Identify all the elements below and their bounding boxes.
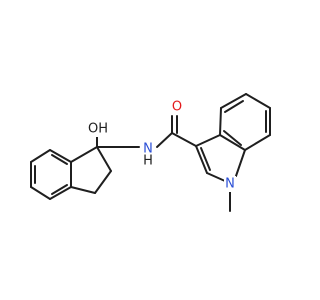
- bond: [171, 132, 197, 147]
- bond: [30, 186, 51, 200]
- bond: [219, 107, 222, 136]
- bond: [206, 172, 226, 182]
- amide-nitrogen-label: N: [143, 142, 153, 157]
- bond: [156, 132, 173, 148]
- bond: [219, 134, 246, 151]
- bond: [70, 186, 96, 194]
- bond: [49, 186, 72, 200]
- bond: [235, 149, 246, 177]
- bond: [30, 149, 51, 163]
- bond: [244, 134, 271, 151]
- bond: [94, 170, 112, 194]
- indane-five-ring: [70, 146, 112, 194]
- bond: [245, 93, 271, 109]
- bond: [220, 93, 247, 109]
- atom-labels: OH O N H N: [86, 99, 236, 192]
- label-mask: [86, 121, 110, 137]
- molecule-diagram: OH O N H N: [30, 93, 271, 212]
- label-mask: [142, 153, 154, 169]
- indole-five-ring: [195, 134, 246, 182]
- label-mask: [224, 176, 236, 192]
- molecule-structure: OH O N H N: [30, 93, 271, 212]
- bond: [49, 149, 72, 163]
- bond: [51, 154, 68, 165]
- indane-benzene-ring: [30, 149, 72, 200]
- bond: [51, 184, 68, 195]
- bond: [200, 147, 211, 171]
- bond: [96, 146, 112, 172]
- indole-benzene-ring: [219, 93, 271, 151]
- label-mask: [171, 99, 183, 115]
- hydroxyl-label: OH: [88, 122, 108, 137]
- amide-hydrogen-label: H: [143, 154, 153, 169]
- indole-nitrogen-label: N: [225, 177, 235, 192]
- bond: [224, 100, 244, 113]
- bond: [70, 146, 98, 163]
- bond: [223, 130, 242, 146]
- bond: [195, 145, 208, 174]
- linker-and-amide: [96, 115, 197, 148]
- carbonyl-oxygen-label: O: [172, 100, 182, 115]
- bond: [195, 134, 221, 147]
